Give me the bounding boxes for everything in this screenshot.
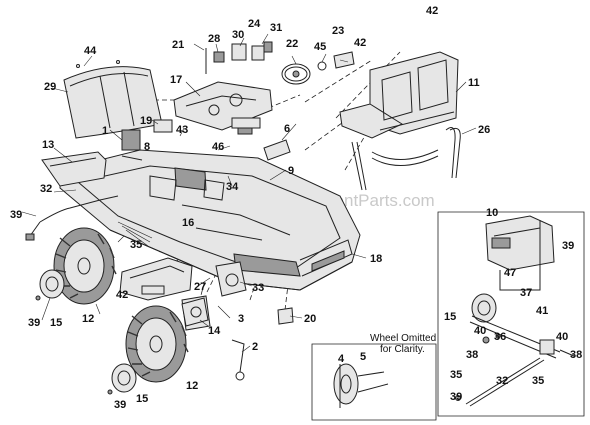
callout-26: 26 — [478, 124, 490, 136]
callout-12-front: 12 — [82, 313, 94, 325]
callout-31: 31 — [270, 22, 282, 34]
steering-wheel — [281, 63, 311, 85]
callout-11: 11 — [468, 77, 480, 89]
callout-12-rear: 12 — [186, 380, 198, 392]
callout-30: 30 — [232, 29, 244, 41]
callout-21: 21 — [172, 39, 184, 51]
leader-lines — [21, 33, 477, 353]
callout-17: 17 — [170, 74, 182, 86]
gearbox — [181, 297, 209, 327]
rear-hubcap — [107, 363, 137, 395]
callout-39-inset-bottom: 39 — [450, 391, 462, 403]
callout-22: 22 — [286, 38, 298, 50]
callout-9: 9 — [288, 165, 294, 177]
callout-35-mid: 35 — [130, 239, 142, 251]
callout-32-left: 32 — [40, 183, 52, 195]
callout-33: 33 — [252, 282, 264, 294]
inset-front-axle — [311, 343, 437, 421]
callout-46: 46 — [212, 141, 224, 153]
callout-16: 16 — [182, 217, 194, 229]
callout-42-top: 42 — [354, 37, 366, 49]
callout-24: 24 — [248, 18, 261, 30]
callout-13: 13 — [42, 139, 54, 151]
callout-43: 43 — [176, 124, 188, 136]
callout-39-inset: 39 — [562, 240, 574, 252]
callout-38-right: 38 — [570, 349, 582, 361]
callout-37: 37 — [520, 287, 532, 299]
callout-18: 18 — [370, 253, 382, 265]
callout-47: 47 — [504, 267, 516, 279]
small-parts-top — [121, 41, 355, 161]
callout-38-left: 38 — [466, 349, 478, 361]
callout-45: 45 — [314, 41, 326, 53]
callout-35-inset-left: 35 — [450, 369, 462, 381]
callout-3: 3 — [238, 313, 244, 325]
callout-8: 8 — [144, 141, 150, 153]
callout-6: 6 — [284, 123, 290, 135]
callout-40-left: 40 — [474, 325, 486, 337]
callout-20: 20 — [304, 313, 316, 325]
callout-15-inset: 15 — [444, 311, 456, 323]
callout-10: 10 — [486, 207, 498, 219]
callout-5: 5 — [360, 351, 366, 363]
hood — [63, 60, 163, 139]
note-line-1: Wheel Omitted — [370, 333, 436, 344]
callout-39-front: 39 — [28, 317, 40, 329]
callout-27: 27 — [194, 281, 206, 293]
callout-15-front: 15 — [50, 317, 62, 329]
callout-36: 36 — [494, 331, 506, 343]
callout-39-rear: 39 — [114, 399, 126, 411]
wire-harness — [25, 195, 153, 247]
callout-40-right: 40 — [556, 331, 568, 343]
callout-29: 29 — [44, 81, 56, 93]
callout-14: 14 — [208, 325, 221, 337]
callout-numbers: 44 29 17 21 28 30 24 31 22 45 23 42 42 1… — [10, 5, 582, 411]
callout-19: 19 — [140, 115, 152, 127]
callout-4: 4 — [338, 353, 345, 365]
callout-35-inset-right: 35 — [532, 375, 544, 387]
front-panel — [41, 151, 107, 187]
callout-44: 44 — [84, 45, 97, 57]
callout-39-left: 39 — [10, 209, 22, 221]
callout-28: 28 — [208, 33, 220, 45]
front-wheel — [53, 227, 117, 305]
callout-1: 1 — [102, 125, 108, 137]
callout-42-seat: 42 — [426, 5, 438, 17]
callout-23: 23 — [332, 25, 344, 37]
callout-41: 41 — [536, 305, 548, 317]
callout-2: 2 — [252, 341, 258, 353]
callout-15-rear: 15 — [136, 393, 148, 405]
front-hubcap — [35, 269, 65, 301]
callout-32-inset: 32 — [496, 375, 508, 387]
inset-rear-axle — [437, 211, 585, 417]
car-body — [59, 149, 361, 291]
note-line-2: for Clarity. — [380, 344, 425, 355]
seat — [339, 51, 459, 139]
rear-wheel — [125, 305, 189, 383]
callout-34: 34 — [226, 181, 239, 193]
callout-42-floor: 42 — [116, 289, 128, 301]
roll-bar — [351, 127, 461, 191]
